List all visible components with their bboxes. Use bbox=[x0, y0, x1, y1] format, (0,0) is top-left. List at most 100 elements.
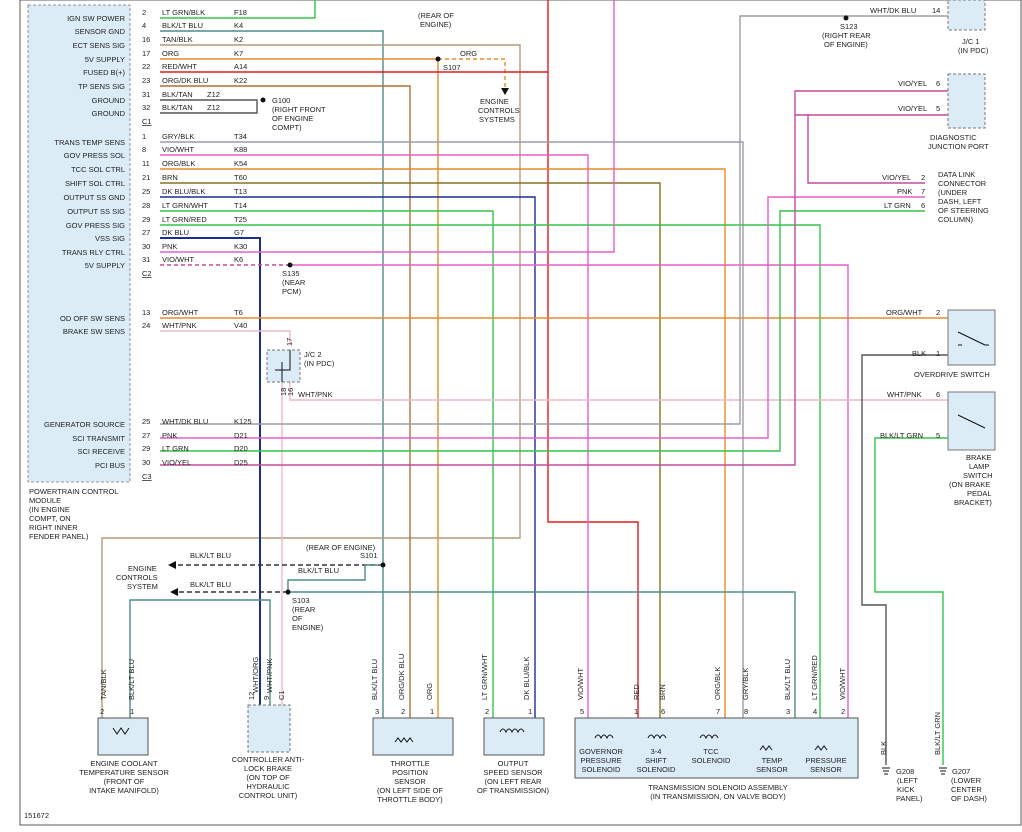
diagram-label: (NEAR bbox=[282, 278, 306, 287]
splice-s123-dot bbox=[843, 15, 849, 21]
wire-brake-wht-pnk bbox=[289, 382, 948, 401]
diagram-label: 21 bbox=[142, 173, 150, 182]
diagram-label: ORG/DK BLU bbox=[397, 654, 406, 700]
diagram-label: OF DASH) bbox=[951, 794, 987, 803]
diagram-label: VIO/WHT bbox=[576, 668, 585, 700]
diagram-label: G100 bbox=[272, 96, 290, 105]
diagram-label: V40 bbox=[234, 321, 247, 330]
diagram-label: C2 bbox=[142, 269, 152, 278]
diagram-label: SENSOR GND bbox=[75, 27, 126, 36]
diagram-label: 25 bbox=[142, 187, 150, 196]
diagram-label: 13 bbox=[142, 308, 150, 317]
wire-or-symbol bbox=[957, 414, 986, 429]
wire-5v-supply-c2 bbox=[290, 264, 849, 718]
wire-ect-gnd bbox=[129, 599, 271, 718]
splice-s101-dot bbox=[380, 562, 386, 568]
diagram-label: SOLENOID bbox=[637, 765, 676, 774]
diagram-label: 29 bbox=[142, 444, 150, 453]
wire-tp-sens-sig bbox=[160, 85, 411, 718]
diagram-label: 1 bbox=[430, 707, 434, 716]
diagram-label: 2 bbox=[401, 707, 405, 716]
jc2-labels: J/C 2 (IN PDC) 17 18 16 WHT/PNK bbox=[279, 338, 335, 399]
splice-s135-dot bbox=[287, 262, 293, 268]
diagram-label: BRACKET) bbox=[954, 498, 992, 507]
wire-or-symbol bbox=[957, 331, 989, 346]
diagram-label: (IN PDC) bbox=[958, 46, 989, 55]
diagram-label: LT GRN/WHT bbox=[480, 654, 489, 700]
diagram-label: LT GRN/BLK bbox=[162, 8, 205, 17]
diagram-label: 3 bbox=[786, 707, 790, 716]
diagram-label: THROTTLE BODY) bbox=[377, 795, 443, 804]
bottom-pin-numbers: 2 1 12 9 C1 3 2 1 2 1 5 1 6 7 8 3 4 2 bbox=[100, 690, 845, 716]
diagram-label: Z12 bbox=[207, 90, 220, 99]
pcm-pin-numbers: 2 4 16 17 22 23 31 32 C1 1 8 11 21 25 28… bbox=[142, 8, 152, 481]
diagram-label: SOLENOID bbox=[692, 756, 731, 765]
diagram-label: GOVERNOR bbox=[579, 747, 623, 756]
diagram-label: DK BLU/BLK bbox=[522, 657, 531, 700]
diagram-label: GRY/BLK bbox=[741, 668, 750, 700]
diagram-label: 2 bbox=[841, 707, 845, 716]
wire-generator-source bbox=[160, 15, 948, 425]
diagram-label: ENGINE) bbox=[292, 623, 324, 632]
diagram-label: K30 bbox=[234, 242, 247, 251]
wire-gov-press-sol bbox=[160, 154, 589, 718]
wire-s101-teal bbox=[287, 564, 383, 595]
diagram-label: BLK/TAN bbox=[162, 103, 193, 112]
diagram-label: BLK bbox=[912, 349, 926, 358]
diagram-label: OUTPUT SS GND bbox=[63, 193, 125, 202]
diagram-label: 5 bbox=[936, 104, 940, 113]
diagram-label: KICK bbox=[897, 785, 915, 794]
diagram-label: CONTROL UNIT) bbox=[239, 791, 298, 800]
diagram-label: OUTPUT bbox=[498, 759, 529, 768]
splice-s103-dot bbox=[285, 589, 291, 595]
diagram-label: (RIGHT FRONT bbox=[272, 105, 326, 114]
diagram-label: ORG/BLK bbox=[162, 159, 195, 168]
diagram-label: 32 bbox=[142, 103, 150, 112]
pcm-wire-colors: LT GRN/BLK BLK/LT BLU TAN/BLK ORG RED/WH… bbox=[162, 8, 208, 467]
diagram-label: DK BLU bbox=[162, 228, 189, 237]
diag-port-box bbox=[947, 73, 986, 129]
diagram-label: PRESSURE bbox=[805, 756, 846, 765]
overdrive-switch-box bbox=[947, 309, 996, 366]
diagram-label: 3-4 bbox=[651, 747, 662, 756]
wire-or-symbol bbox=[814, 745, 828, 751]
diagram-label: WHT/PNK bbox=[265, 658, 274, 693]
diagram-label: LOCK BRAKE bbox=[244, 764, 292, 773]
wire-brake-blk-lt-grn bbox=[874, 437, 948, 765]
wire-trans-rly bbox=[160, 0, 615, 253]
diagram-label: 1 bbox=[634, 707, 638, 716]
diagram-label: PEDAL bbox=[967, 489, 992, 498]
diagram-label: (REAR bbox=[292, 605, 316, 614]
arrow-engine-controls-top bbox=[501, 88, 509, 95]
diagram-label: (IN ENGINE bbox=[29, 505, 70, 514]
diagram-label: 2 bbox=[100, 707, 104, 716]
oss-box bbox=[483, 717, 545, 756]
diagram-label: (RIGHT REAR bbox=[822, 31, 871, 40]
diagram-label: FUSED B(+) bbox=[83, 68, 125, 77]
diagram-label: LAMP bbox=[969, 462, 989, 471]
diagram-label: S107 bbox=[443, 63, 461, 72]
diagram-label: VIO/WHT bbox=[838, 668, 847, 700]
splice-s107-dot bbox=[435, 56, 441, 62]
diagram-label: T6 bbox=[234, 308, 243, 317]
diagram-label: WHT/PNK bbox=[887, 390, 922, 399]
bottom-component-labels: ENGINE COOLANT TEMPERATURE SENSOR (FRONT… bbox=[79, 747, 847, 804]
diagram-label: ORG bbox=[162, 49, 179, 58]
diagram-label: T34 bbox=[234, 132, 247, 141]
diagram-label: 6 bbox=[661, 707, 665, 716]
diagram-label: G7 bbox=[234, 228, 244, 237]
diagram-label: K4 bbox=[234, 21, 243, 30]
diagram-label: DATA LINK bbox=[938, 170, 975, 179]
diagram-label: CONTROLS bbox=[478, 106, 520, 115]
diagram-label: BRAKE bbox=[966, 453, 991, 462]
diagram-label: 17 bbox=[285, 338, 294, 346]
diagram-label: BLK/LT BLU bbox=[190, 580, 231, 589]
diagram-label: GOV PRESS SOL bbox=[64, 151, 125, 160]
diagram-label: T25 bbox=[234, 215, 247, 224]
diagram-label: 8 bbox=[744, 707, 748, 716]
diagram-label: 6 bbox=[936, 79, 940, 88]
diagram-label: S101 bbox=[360, 551, 378, 560]
diagram-label: LT GRN/RED bbox=[162, 215, 207, 224]
diagram-label: SHIFT bbox=[645, 756, 667, 765]
